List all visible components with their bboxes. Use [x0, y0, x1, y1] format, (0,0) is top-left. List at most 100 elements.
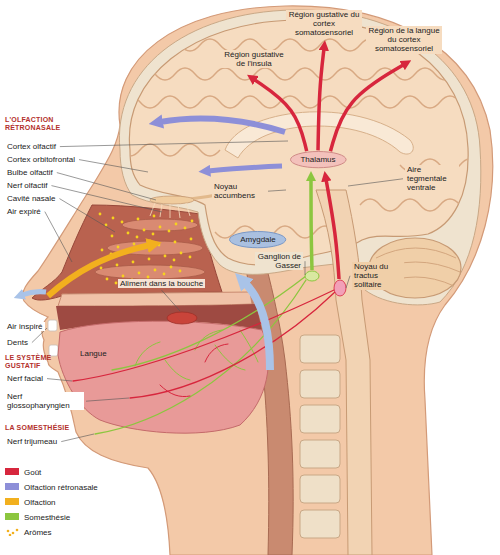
- aroma-dot: [7, 530, 10, 533]
- aroma-dot: [191, 220, 194, 223]
- part-label: Ganglion de Gasser: [255, 252, 303, 270]
- solitary-tract-nucleus: [334, 280, 346, 296]
- aroma-dot: [179, 270, 182, 273]
- aroma-dot: [189, 256, 192, 259]
- legend-swatch: [5, 513, 19, 520]
- taste-pathway-arrow: [254, 79, 307, 151]
- skull: [119, 10, 480, 305]
- nerve-fibre: [178, 204, 180, 218]
- trigeminal-nerve: [95, 280, 306, 434]
- hard-palate: [58, 292, 252, 306]
- aroma-dot: [147, 276, 150, 279]
- nerve-branch: [205, 344, 228, 362]
- gyrus-line: [115, 68, 475, 80]
- nerve-branch: [160, 385, 190, 397]
- exhaled-air-arrow: [22, 292, 46, 295]
- food-morsel: [167, 312, 197, 324]
- aroma-dot: [152, 233, 155, 236]
- section-heading: L'OLFACTION RÉTRONASALE: [5, 116, 77, 132]
- brain-region-label: Région gustative du cortex somatosensori…: [286, 10, 362, 38]
- node-text: Amygdale: [240, 235, 276, 244]
- part-label: Noyau du tractus solitaire: [352, 262, 404, 290]
- vertebra: [300, 475, 340, 503]
- aroma-dot: [127, 232, 130, 235]
- taste-pathway-arrow: [326, 179, 339, 279]
- aroma-dot: [158, 244, 161, 247]
- ellipse-shape: [230, 232, 286, 248]
- part-label: Aire tegmentale ventrale: [405, 165, 459, 193]
- legend-swatch: [5, 483, 19, 490]
- aroma-dot: [101, 249, 104, 252]
- leader-line: [348, 179, 403, 186]
- retronasal-pathway-arrow: [208, 166, 282, 171]
- nerve-fibre: [186, 203, 190, 216]
- vertebral-column: [300, 335, 340, 538]
- brain: [129, 20, 468, 265]
- part-label: Cavité nasale: [5, 194, 57, 203]
- leader-line: [45, 212, 72, 262]
- trigeminal-nerve: [112, 276, 306, 370]
- retronasal-pathway-arrow: [160, 118, 285, 132]
- folium-line: [376, 248, 456, 258]
- upper-tooth: [48, 320, 57, 331]
- aroma-dot: [175, 223, 178, 226]
- aroma-dot: [111, 235, 114, 238]
- nasal-turbinate: [95, 265, 205, 279]
- vertebra: [300, 335, 340, 363]
- facial-nerve: [73, 290, 334, 381]
- legend-label: Olfaction: [24, 498, 56, 507]
- leader-line: [51, 186, 162, 212]
- legend-label: Arômes: [24, 528, 52, 537]
- aroma-dot: [149, 240, 152, 243]
- part-label: Cortex olfactif: [5, 142, 58, 151]
- node-text: Thalamus: [300, 155, 335, 164]
- part-label: Nerf olfactif: [5, 181, 49, 190]
- nerves: [73, 276, 335, 434]
- section-heading: LA SOMESTHÉSIE: [5, 424, 69, 432]
- brain-region-label: Région gustative de l'insula: [220, 50, 288, 68]
- legend-row: Olfaction: [5, 498, 56, 508]
- brain-gyri: [115, 39, 480, 238]
- legend-label: Goût: [24, 468, 41, 477]
- aroma-dot: [112, 217, 115, 220]
- olfactory-bulb: [150, 196, 194, 204]
- aroma-dot: [163, 273, 166, 276]
- aroma-dot: [164, 255, 167, 258]
- brainstem-spinal-cord: [316, 190, 372, 555]
- aroma-dot: [121, 221, 124, 224]
- retronasal-air-arrow: [245, 283, 270, 370]
- nerve-fibre: [170, 204, 171, 218]
- aroma-dot: [136, 236, 139, 239]
- leader-line: [57, 173, 156, 200]
- legend-swatch: [5, 468, 19, 475]
- part-label: Air inspiré: [5, 322, 45, 331]
- aroma-dot: [9, 534, 12, 536]
- legend-row: Somesthésie: [5, 513, 70, 523]
- leader-line: [268, 190, 286, 191]
- part-label: Air expiré: [5, 207, 43, 216]
- aroma-dot: [168, 230, 171, 233]
- part-label: Cortex orbitofrontal: [5, 155, 77, 164]
- leader-line: [60, 141, 288, 147]
- nerve-branch: [165, 360, 190, 380]
- nerve-fibre: [160, 204, 162, 217]
- nerve-branch: [135, 342, 160, 366]
- inhaled-air-arrow: [48, 245, 150, 296]
- aroma-dot: [117, 246, 120, 249]
- part-label: Dents: [5, 338, 30, 347]
- aroma-dot: [154, 269, 157, 272]
- aroma-dot: [99, 213, 102, 216]
- aroma-dot: [138, 272, 141, 275]
- vertebra: [300, 405, 340, 433]
- aroma-dot: [174, 241, 177, 244]
- leader-line: [79, 160, 148, 172]
- aroma-dot: [115, 282, 118, 285]
- part-label: Nerf glossopharyngien: [5, 392, 84, 410]
- part-label: Aliment dans la bouche: [118, 279, 205, 288]
- amygdala-node: Amygdale: [229, 231, 286, 248]
- aroma-dot: [100, 267, 103, 270]
- aroma-dots: [99, 213, 194, 287]
- aroma-dot: [153, 215, 156, 218]
